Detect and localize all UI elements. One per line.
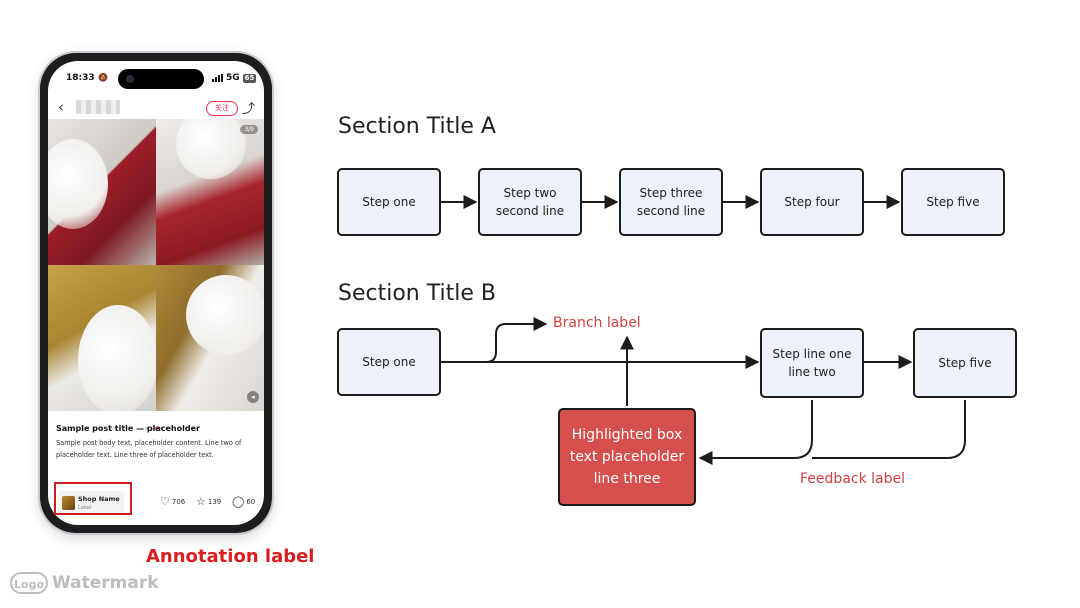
ad-thumbnail xyxy=(62,496,75,510)
star-icon: ☆ xyxy=(196,495,206,508)
ad-callout-label: Annotation label xyxy=(146,546,315,567)
bell-icon: 🔕 xyxy=(98,73,108,82)
watermark: Logo Watermark xyxy=(10,572,159,594)
follow-button[interactable]: 关注 xyxy=(206,101,238,116)
phone-screen: 18:33 🔕 5G 65 ‹ 关注 ⤴ xyxy=(48,61,264,525)
post-title: Sample post title — placeholder xyxy=(56,424,200,433)
carousel-dots xyxy=(48,415,264,434)
like-button[interactable]: ♡ 706 xyxy=(160,496,185,508)
photo-tile xyxy=(48,119,156,265)
comments-count: 60 xyxy=(246,498,256,506)
past-flow-title: Section Title A xyxy=(338,114,496,139)
new-flow-title: Section Title B xyxy=(338,281,496,306)
author-name-blurred[interactable] xyxy=(76,100,120,114)
volume-icon[interactable]: ◂ xyxy=(247,391,259,403)
heart-icon: ♡ xyxy=(160,495,170,508)
ad-subtitle: Label xyxy=(78,505,92,511)
photo-counter: 3/9 xyxy=(240,125,258,134)
phone-frame: 18:33 🔕 5G 65 ‹ 关注 ⤴ xyxy=(40,53,272,533)
flow-start-box: Step one xyxy=(337,328,441,396)
dynamic-island xyxy=(118,69,204,89)
stars-count: 139 xyxy=(207,498,222,506)
flow-step-label: Step two second line xyxy=(495,186,565,218)
flow-step-label: Step line one line two xyxy=(772,347,852,379)
watermark-logo: Logo xyxy=(10,572,48,594)
flow-step-box: Step two second line xyxy=(478,168,582,236)
signal-icon xyxy=(212,74,223,82)
flow-step-box: Step three second line xyxy=(619,168,723,236)
watermark-text: Watermark xyxy=(52,573,159,593)
flow-step-label: Step five xyxy=(938,356,992,370)
data-integration-box: Highlighted box text placeholder line th… xyxy=(558,408,696,506)
likes-count: 706 xyxy=(171,498,186,506)
flow-step-label: Step five xyxy=(926,195,980,209)
battery-icon: 65 xyxy=(242,73,257,83)
ad-title: Shop Name xyxy=(78,495,120,503)
photo-tile xyxy=(156,265,264,411)
feedback-label: Feedback label xyxy=(800,471,905,487)
redirect-label: Branch label xyxy=(553,315,641,331)
flow-step-box: Step one xyxy=(337,168,441,236)
flow-step-box: Step five xyxy=(901,168,1005,236)
visitor-step-box: Step line one line two xyxy=(760,328,864,398)
photo-tile xyxy=(48,265,158,411)
conversion-box: Step five xyxy=(913,328,1017,398)
star-button[interactable]: ☆ 139 xyxy=(196,496,221,508)
comment-icon: ◯ xyxy=(232,495,245,508)
network-label: 5G xyxy=(226,73,240,83)
comment-button[interactable]: ◯ 60 xyxy=(232,496,255,508)
flow-step-label: Step one xyxy=(362,355,416,369)
post-photo[interactable]: 3/9 ◂ xyxy=(48,119,264,411)
status-bar: 18:33 🔕 5G 65 xyxy=(48,61,264,95)
back-icon[interactable]: ‹ xyxy=(58,98,64,116)
arrow-connector xyxy=(812,400,966,459)
share-icon[interactable]: ⤴ xyxy=(242,102,256,117)
arrow-connector xyxy=(441,317,548,363)
data-integration-label: Highlighted box text placeholder line th… xyxy=(569,427,685,487)
flow-step-label: Step four xyxy=(784,195,840,209)
post-body: Sample post body text, placeholder conte… xyxy=(56,439,242,459)
flow-step-box: Step four xyxy=(760,168,864,236)
status-time: 18:33 xyxy=(66,73,95,83)
flow-step-label: Step one xyxy=(362,195,416,209)
photo-tile xyxy=(156,119,264,265)
status-indicators: 5G 65 xyxy=(212,73,257,83)
post-header: ‹ 关注 ⤴ xyxy=(48,97,264,119)
ad-highlight-box xyxy=(54,482,132,515)
flow-step-label: Step three second line xyxy=(636,186,706,218)
arrow-connector xyxy=(698,400,813,465)
ad-product-card[interactable]: Shop Name Label xyxy=(58,491,124,515)
